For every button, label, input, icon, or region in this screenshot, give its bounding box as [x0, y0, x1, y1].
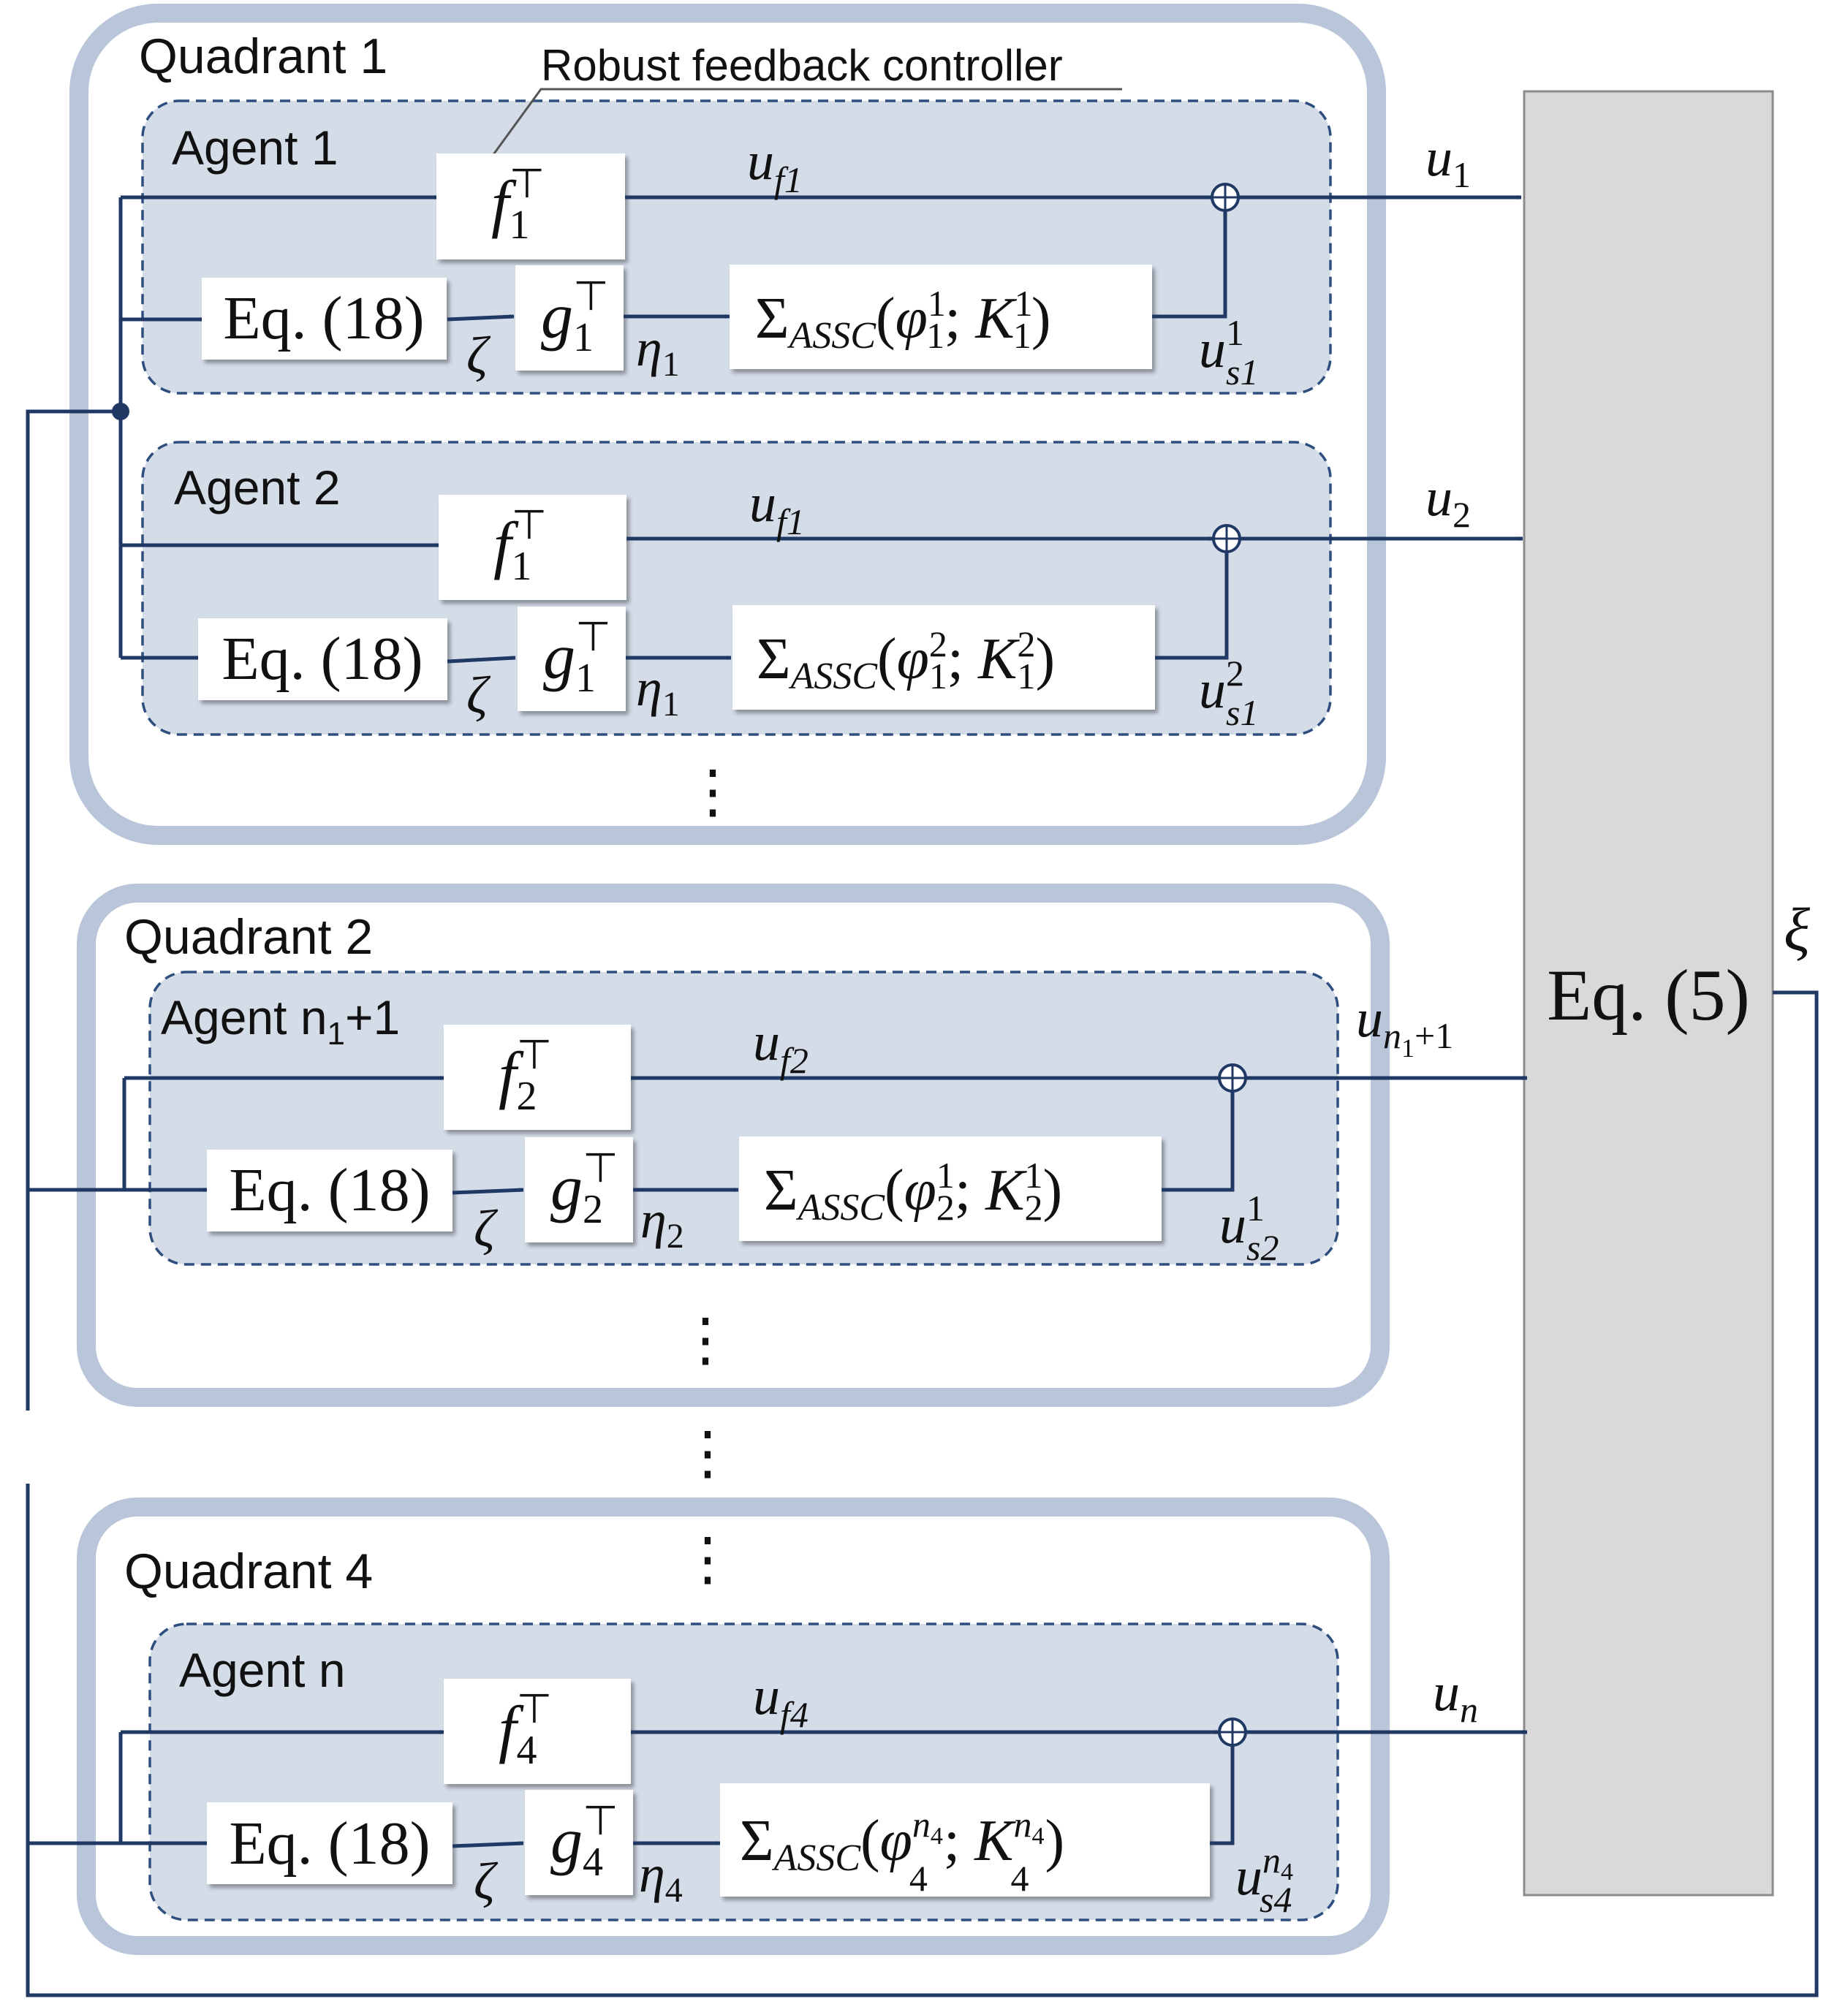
- ellipsis-quadrant-2: ⋮: [676, 1308, 735, 1373]
- agent-n1-uf-label: uf2: [753, 1012, 808, 1081]
- agent-2-uf-label: uf1: [749, 474, 805, 542]
- agent-n-eq18-label: Eq. (18): [229, 1810, 430, 1878]
- agent-2-zeta: ζ: [466, 666, 491, 724]
- agent-n1-f-block: [444, 1025, 631, 1130]
- agent-1-eq18-label: Eq. (18): [223, 284, 424, 352]
- agent-n1-sum-plus: [1221, 1066, 1244, 1090]
- agent-2-eta: η1: [636, 658, 680, 724]
- eq5-block: [1523, 90, 1774, 1897]
- agent-2-us-wire: [1155, 551, 1229, 660]
- agent-1-zeta-wire: [447, 314, 515, 322]
- agent-n1-g-block: [525, 1137, 633, 1242]
- agent-n1-f-label: f2⊤: [499, 1031, 552, 1119]
- agent-n-eta: η4: [639, 1845, 683, 1910]
- callout-leader-line: [481, 88, 1122, 170]
- xi-label: ξ: [1784, 896, 1810, 964]
- feedback-wire-q1: [26, 409, 121, 1411]
- agent-1-eq18-block: [202, 278, 447, 360]
- agent-n1-zeta: ζ: [474, 1199, 499, 1258]
- agent-n1-g-label: g2⊤: [550, 1145, 618, 1232]
- agent-n1-zeta-wire: [452, 1188, 524, 1195]
- agent-n-title: Agent n: [179, 1643, 346, 1697]
- agent-n1-us-wire: [1162, 1091, 1235, 1192]
- agent-n1-plus-1-title: Agent n1+1: [161, 990, 400, 1052]
- agent-2-f-label: f1⊤: [493, 501, 547, 589]
- ellipsis-between-quadrants-upper: ⋮: [678, 1422, 737, 1486]
- agent-2-output-label: u2: [1425, 468, 1471, 535]
- agent-n1-eta: η2: [640, 1191, 684, 1256]
- agent-1-title: Agent 1: [172, 121, 338, 175]
- agent-n-sum-plus: [1221, 1720, 1244, 1744]
- agent-1-eta: η1: [636, 319, 680, 384]
- quadrant-1-title: Quadrant 1: [139, 29, 387, 84]
- agent-n-f-block: [444, 1679, 631, 1784]
- agent-n-eq18-block: [207, 1802, 452, 1884]
- agent-1-output-label: u1: [1425, 128, 1471, 195]
- agent-n-g-block: [525, 1790, 633, 1895]
- agent-2-assc-block: [732, 605, 1155, 710]
- ellipsis-quadrant-1: ⋮: [683, 760, 742, 824]
- agent-n-zeta: ζ: [474, 1852, 499, 1910]
- agent-n1-eq18-block: [207, 1150, 452, 1231]
- agent-n-g-label: g4⊤: [550, 1797, 618, 1885]
- agent-2-f-block: [439, 495, 626, 600]
- agent-1-us-wire: [1152, 210, 1227, 319]
- agent-1-zeta: ζ: [466, 326, 491, 384]
- agent-2-g-label: g1⊤: [543, 613, 611, 701]
- agent-n1-eq18-label: Eq. (18): [229, 1156, 430, 1224]
- agent-2-zeta-wire: [447, 656, 516, 664]
- agent-1-g-label: g1⊤: [541, 273, 609, 360]
- ellipsis-between-quadrants-lower: ⋮: [678, 1527, 737, 1592]
- quadrant-4-title: Quadrant 4: [124, 1544, 373, 1599]
- robust-feedback-controller-callout: Robust feedback controller: [541, 41, 1063, 90]
- agent-1-assc-block: [730, 265, 1152, 369]
- agent-2-g-block: [518, 607, 626, 711]
- agent-2-sum-plus: [1215, 527, 1238, 550]
- agent-n-output-label: un: [1433, 1663, 1478, 1730]
- eq5-label: Eq. (5): [1547, 954, 1750, 1036]
- agent-1-f-block: [436, 153, 625, 259]
- agent-n-f-label: f4⊤: [499, 1685, 552, 1773]
- agent-n1-output-label: un1+1: [1356, 989, 1453, 1063]
- agent-2-eq18-block: [198, 618, 447, 700]
- agent-1-uf-label: uf1: [747, 132, 803, 200]
- agent-1-g-block: [515, 265, 624, 371]
- agent-n-zeta-wire: [452, 1841, 524, 1848]
- agent-n-uf-label: uf4: [753, 1666, 808, 1735]
- agent-2-eq18-label: Eq. (18): [221, 625, 423, 693]
- agent-1-sum-plus: [1213, 186, 1237, 209]
- agent-n1-assc-block: [739, 1136, 1162, 1241]
- agent-1-f-label: f1⊤: [491, 160, 545, 248]
- agent-n-us-wire: [1210, 1744, 1235, 1845]
- agent-2-title: Agent 2: [174, 460, 341, 515]
- ouptut-feedback-wire-xi: [26, 990, 1819, 1997]
- agent-n-assc-block: [720, 1783, 1210, 1897]
- quadrant-2-title: Quadrant 2: [124, 909, 373, 965]
